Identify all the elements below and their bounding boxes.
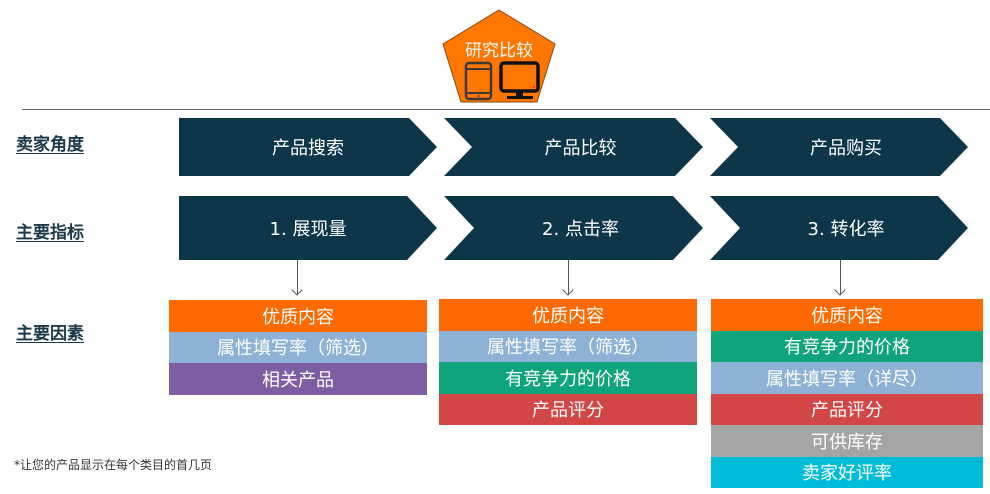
footnote: *让您的产品显示在每个类目的首几页 (14, 458, 213, 472)
factor-item: 属性填写率（详尽） (711, 362, 983, 394)
stage-chevron-purchase: 产品购买 (710, 118, 968, 176)
factor-item: 优质内容 (439, 299, 697, 331)
down-arrow-line (297, 260, 298, 294)
metric-label: 1. 展现量 (269, 219, 347, 240)
header-divider (22, 109, 990, 110)
factor-item: 可供库存 (711, 425, 983, 457)
stage-chevron-compare: 产品比较 (444, 118, 703, 176)
stage-label: 产品搜索 (272, 138, 344, 159)
down-arrow-line (840, 260, 841, 294)
factor-item: 属性填写率（筛选） (169, 331, 427, 363)
factor-item: 卖家好评率 (711, 456, 983, 488)
factor-item: 优质内容 (169, 300, 427, 332)
row-label-seller-view: 卖家角度 (16, 135, 84, 155)
metric-chevron-conversion: 3. 转化率 (710, 196, 968, 260)
down-arrow-icon (291, 284, 303, 296)
research-compare-badge: 研究比较 (441, 8, 557, 104)
down-arrow-line (568, 260, 569, 294)
desktop-monitor-icon (499, 61, 540, 99)
row-label-main-metrics: 主要指标 (16, 223, 84, 243)
factor-list-purchase: 优质内容 有竞争力的价格 属性填写率（详尽） 产品评分 可供库存 卖家好评率 (711, 299, 983, 488)
pentagon-shape (442, 9, 556, 103)
factor-item: 属性填写率（筛选） (439, 330, 697, 362)
factor-list-search: 优质内容 属性填写率（筛选） 相关产品 (169, 300, 427, 395)
factor-item: 有竞争力的价格 (439, 362, 697, 394)
factor-item: 相关产品 (169, 363, 427, 395)
metric-chevron-impressions: 1. 展现量 (179, 196, 437, 260)
down-arrow-icon (562, 284, 574, 296)
metric-label: 2. 点击率 (542, 219, 619, 240)
down-arrow-icon (834, 284, 846, 296)
stage-label: 产品购买 (810, 138, 882, 159)
factor-item: 产品评分 (711, 393, 983, 425)
factor-item: 有竞争力的价格 (711, 330, 983, 362)
tablet-icon (464, 61, 493, 101)
factor-item: 优质内容 (711, 299, 983, 331)
metric-label: 3. 转化率 (807, 219, 885, 240)
stage-chevron-search: 产品搜索 (179, 118, 437, 176)
stage-label: 产品比较 (544, 138, 617, 159)
factor-list-compare: 优质内容 属性填写率（筛选） 有竞争力的价格 产品评分 (439, 299, 697, 425)
badge-title: 研究比较 (465, 41, 533, 61)
metric-chevron-ctr: 2. 点击率 (444, 196, 703, 260)
row-label-main-factors: 主要因素 (16, 324, 84, 344)
factor-item: 产品评分 (439, 393, 697, 425)
